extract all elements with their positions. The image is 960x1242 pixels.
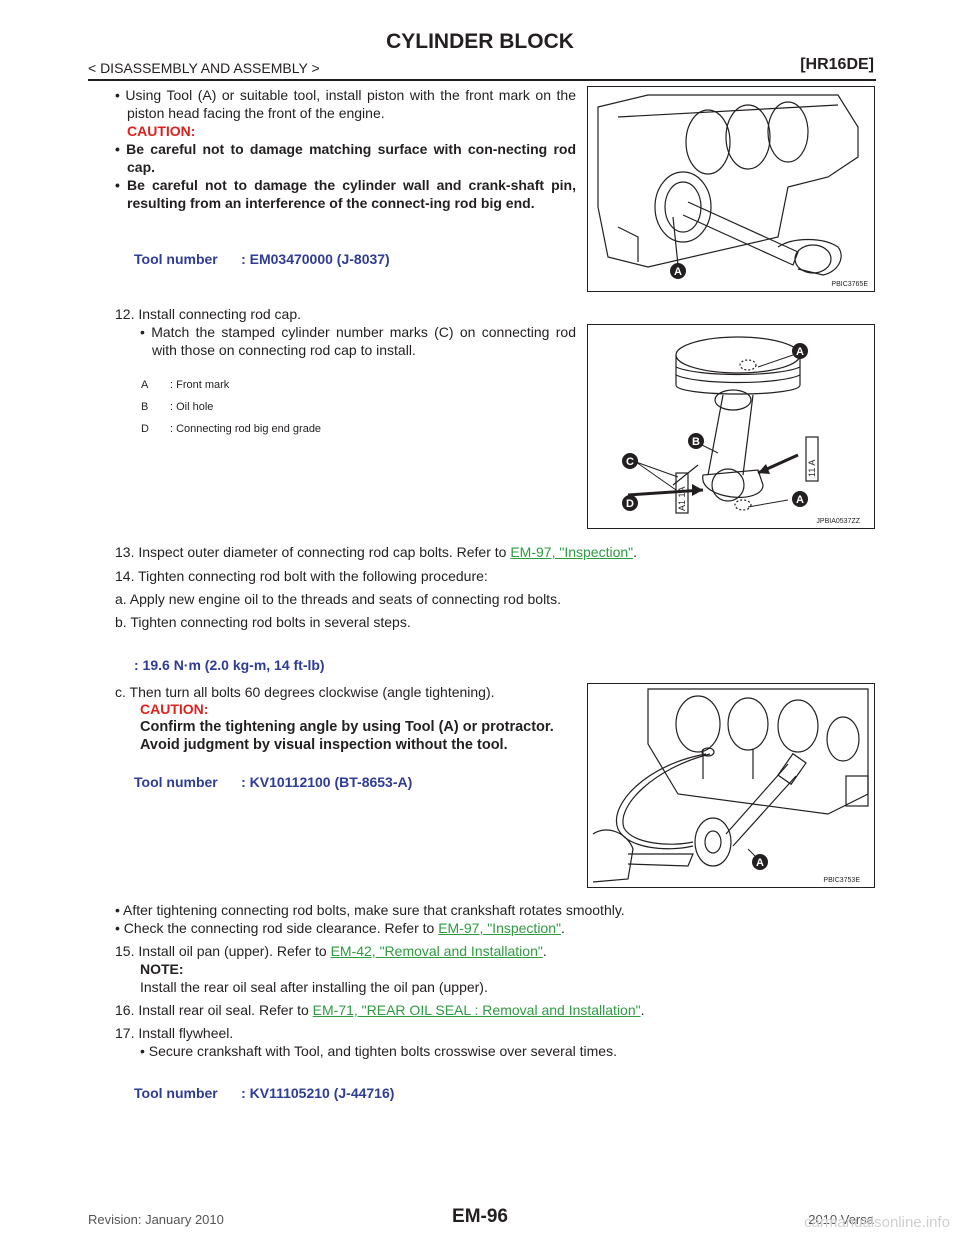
period: .: [542, 943, 547, 959]
callout-a: A: [796, 346, 804, 358]
link-em97-inspection[interactable]: EM-97, "Inspection": [438, 920, 561, 936]
figure-id: PBIC3765E: [831, 281, 868, 288]
link-em97-inspection[interactable]: EM-97, "Inspection": [510, 544, 634, 560]
model-label: [HR16DE]: [800, 56, 874, 73]
figure-angle-tightening: A PBIC3753E: [587, 683, 875, 888]
callout-b: B: [692, 436, 700, 448]
caution-text: Confirm the tightening angle by using To…: [140, 719, 554, 735]
stamp-mark-rod: A1 1A: [677, 486, 687, 511]
figure-id: JPBIA0537ZZ: [816, 518, 860, 525]
period: .: [640, 1002, 645, 1018]
engine-block-illustration: A: [597, 94, 859, 279]
callout-a: A: [674, 266, 682, 278]
revision-label: Revision: January 2010: [88, 1212, 224, 1227]
caution-label: CAUTION:: [127, 123, 196, 139]
piston-bullet: • Using Tool (A) or suitable tool, insta…: [115, 87, 576, 121]
callout-d: D: [626, 498, 634, 510]
torque-spec: : 19.6 N·m (2.0 kg-m, 14 ft-lb): [134, 657, 325, 673]
step-12: 12. Install connecting rod cap.: [115, 306, 302, 322]
note-label: NOTE:: [140, 961, 184, 977]
watermark: carmanualsonline.info: [804, 1214, 950, 1231]
page-number: EM-96: [452, 1206, 508, 1227]
header-rule: [88, 79, 876, 81]
note-text: Install the rear oil seal after installi…: [140, 979, 488, 995]
edition-label: 2010 Versa: [808, 1212, 874, 1227]
figure-connecting-rod: A B C D A A1 1A 11 A JPBIA0537ZZ: [587, 324, 875, 529]
tool-number: Tool number : EM03470000 (J-8037): [134, 251, 390, 267]
tool-number: Tool number : KV10112100 (BT-8653-A): [134, 774, 413, 790]
caution-label: CAUTION:: [140, 701, 209, 717]
caution-text: Avoid judgment by visual inspection with…: [140, 737, 508, 753]
step-16-text: 16. Install rear oil seal. Refer to: [115, 1002, 313, 1018]
callout-c: C: [626, 456, 634, 468]
step-17: 17. Install flywheel.: [115, 1025, 234, 1041]
section-label: < DISASSEMBLY AND ASSEMBLY >: [88, 60, 320, 76]
figure-id: PBIC3753E: [823, 877, 860, 884]
legend-value: : Oil hole: [170, 401, 214, 413]
tool-number: Tool number : KV11105210 (J-44716): [134, 1085, 395, 1101]
after-bullet: • After tightening connecting rod bolts,…: [115, 902, 625, 918]
step-17-bullet: • Secure crankshaft with Tool, and tight…: [140, 1043, 617, 1059]
step-13-text: 13. Inspect outer diameter of connecting…: [115, 544, 511, 560]
step-16: 16. Install rear oil seal. Refer to EM-7…: [115, 1001, 644, 1019]
legend-key: D: [141, 423, 149, 435]
figure-piston-install: A PBIC3765E: [587, 86, 875, 292]
connecting-rod-illustration: A B C D A A1 1A 11 A: [622, 336, 819, 514]
link-em42-removal[interactable]: EM-42, "Removal and Installation": [330, 943, 543, 959]
period: .: [560, 920, 565, 936]
legend-value: : Connecting rod big end grade: [170, 423, 322, 435]
crankshaft-tool-illustration: A: [592, 688, 869, 883]
step-14b: b. Tighten connecting rod bolts in sever…: [115, 614, 411, 630]
caution-text: • Be careful not to damage matching surf…: [115, 141, 576, 175]
step-13: 13. Inspect outer diameter of connecting…: [115, 543, 637, 561]
step-12-bullet: • Match the stamped cylinder number mark…: [140, 324, 576, 358]
after-bullet: • Check the connecting rod side clearanc…: [115, 919, 565, 937]
step-15-text: 15. Install oil pan (upper). Refer to: [115, 943, 331, 959]
page-title: CYLINDER BLOCK: [386, 30, 574, 53]
legend-key: A: [141, 379, 149, 391]
stamp-mark-cap: 11 A: [807, 460, 817, 477]
legend-key: B: [141, 401, 149, 413]
step-14: 14. Tighten connecting rod bolt with the…: [115, 568, 488, 584]
callout-a: A: [756, 857, 764, 869]
legend-value: : Front mark: [170, 379, 230, 391]
callout-a: A: [796, 494, 804, 506]
step-15: 15. Install oil pan (upper). Refer to EM…: [115, 942, 547, 960]
link-em71-rear-oil-seal[interactable]: EM-71, "REAR OIL SEAL : Removal and Inst…: [312, 1002, 641, 1018]
step-13-end: .: [633, 544, 638, 560]
step-14a: a. Apply new engine oil to the threads a…: [115, 591, 561, 607]
caution-text: • Be careful not to damage the cylinder …: [115, 177, 576, 211]
step-14c: c. Then turn all bolts 60 degrees clockw…: [115, 684, 495, 700]
after-bullet-text: • Check the connecting rod side clearanc…: [115, 920, 439, 936]
